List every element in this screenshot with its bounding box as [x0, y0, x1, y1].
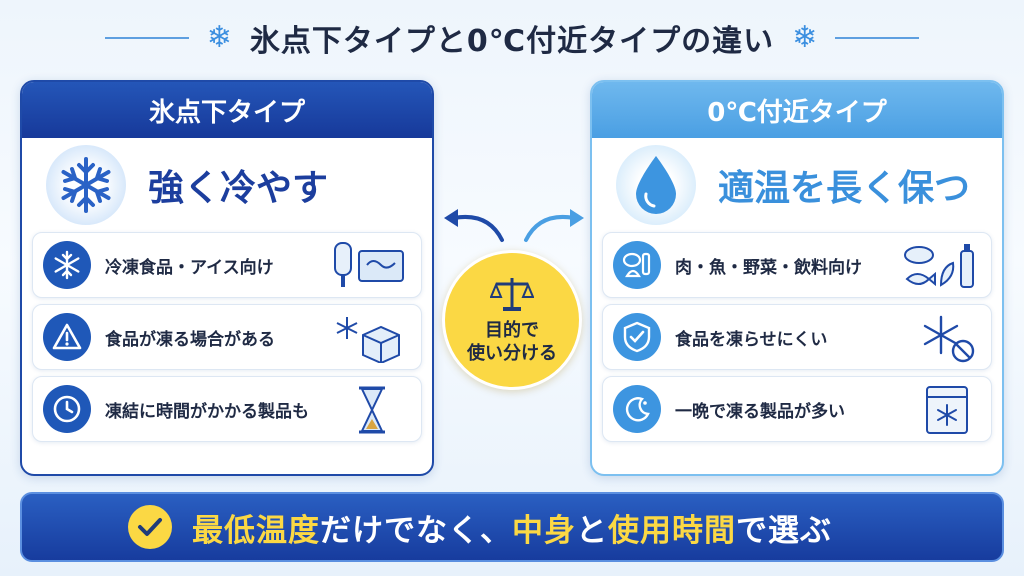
item-label: 一晩で凍る製品が多い [675, 401, 845, 422]
check-icon [128, 505, 172, 549]
panel-hero: 強く冷やす [22, 138, 432, 232]
food-icon [613, 241, 661, 289]
meat-fish-vegetable-drink-icon [904, 244, 974, 288]
summary-text-part: と [576, 512, 608, 549]
list-item: 冷凍食品・アイス向け [32, 232, 422, 298]
summary-text-part: で選ぶ [736, 512, 832, 549]
shield-check-icon [613, 313, 661, 361]
scale-icon [490, 277, 534, 311]
center-badge: 目的で 使い分ける [442, 250, 582, 390]
list-item: 食品を凍らせにくい [602, 304, 992, 370]
arrow-left-icon [444, 209, 504, 242]
below-freezing-panel: 氷点下タイプ 強く冷やす [20, 80, 434, 476]
clock-icon [43, 385, 91, 433]
list-item: 肉・魚・野菜・飲料向け [602, 232, 992, 298]
summary-text: 最低温度だけでなく、中身と使用時間で選ぶ [192, 505, 832, 550]
frozen-block-icon [336, 317, 400, 363]
ice-cream-frozen-food-icon [334, 242, 404, 287]
warning-icon [43, 313, 91, 361]
panel-heading: 氷点下タイプ [22, 82, 432, 138]
page-title: 氷点下タイプと0℃付近タイプの違い [249, 24, 775, 59]
hero-text: 適温を長く保つ [718, 168, 971, 209]
arrow-right-icon [524, 209, 584, 242]
center-label: 目的で 使い分ける [467, 319, 557, 364]
item-label: 冷凍食品・アイス向け [105, 257, 274, 278]
summary-highlight: 使用時間 [608, 512, 736, 549]
freezer-icon [926, 386, 968, 434]
summary-highlight: 最低温度 [192, 512, 320, 549]
panel-heading: 0℃付近タイプ [592, 82, 1002, 138]
hero-text: 強く冷やす [148, 168, 329, 209]
panel-hero: 適温を長く保つ [592, 138, 1002, 232]
title-row: ❄ 氷点下タイプと0℃付近タイプの違い ❄ [0, 14, 1024, 62]
item-label: 食品を凍らせにくい [675, 329, 828, 350]
item-label: 食品が凍る場合がある [105, 329, 275, 350]
list-item: 凍結に時間がかかる製品も [32, 376, 422, 442]
moon-star-icon [613, 385, 661, 433]
snowflake-icon [43, 241, 91, 289]
hourglass-icon [359, 386, 385, 434]
snowflake-icon [46, 145, 126, 225]
summary-text-part: だけでなく、 [320, 512, 512, 549]
no-freeze-icon [923, 315, 975, 363]
summary-highlight: 中身 [512, 512, 576, 549]
snowflake-icon: ❄ [792, 20, 818, 55]
water-drop-icon [616, 145, 696, 225]
snowflake-icon: ❄ [206, 20, 232, 55]
list-item: 食品が凍る場合がある [32, 304, 422, 370]
item-label: 肉・魚・野菜・飲料向け [675, 257, 862, 278]
list-item: 一晩で凍る製品が多い [602, 376, 992, 442]
title-divider-right [835, 37, 920, 39]
near-zero-panel: 0℃付近タイプ 適温を長く保つ 肉・魚・野菜・飲料向け [590, 80, 1004, 476]
title-divider-left [104, 37, 189, 39]
item-label: 凍結に時間がかかる製品も [105, 401, 309, 422]
summary-banner: 最低温度だけでなく、中身と使用時間で選ぶ [20, 492, 1004, 562]
